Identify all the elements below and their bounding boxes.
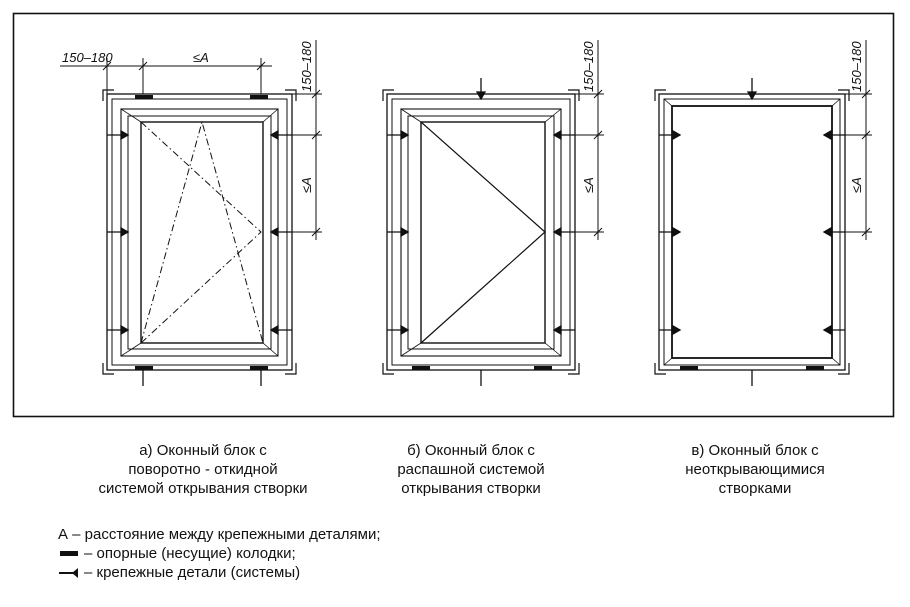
window-c-spacing-label-vertical: ≤A	[849, 177, 864, 193]
window-c-fasteners	[659, 78, 845, 386]
legend-row-fasteners: – крепежные детали (системы)	[58, 563, 381, 582]
window-a-offset-label-horizontal: 150–180	[62, 50, 113, 65]
legend-support-pads-text: – опорные (несущие) колодки;	[84, 545, 296, 562]
window-b-spacing-label-vertical: ≤A	[581, 177, 596, 193]
legend-definition-text: А – расстояние между крепежными деталями…	[58, 526, 381, 543]
window-c-frame	[658, 93, 846, 371]
window-a-offset-label-vertical: 150–180	[299, 41, 314, 92]
window-a-opening-lines	[140, 120, 264, 344]
caption-window-b: б) Оконный блок с распашной системой отк…	[346, 441, 596, 498]
window-a-fasteners	[107, 129, 292, 386]
window-a-frame	[106, 93, 293, 371]
legend-fasteners-text: – крепежные детали (системы)	[84, 564, 301, 581]
window-b-corner-marks	[382, 89, 580, 375]
window-c-dimension-right	[845, 40, 872, 240]
caption-c-line-1: в) Оконный блок с	[691, 442, 819, 459]
drawing-border	[12, 12, 895, 418]
window-c-support-pads	[680, 366, 824, 370]
window-b-offset-label-vertical: 150–180	[581, 41, 596, 92]
window-b-support-pads	[412, 366, 552, 370]
window-b: 150–180 ≤A	[382, 40, 604, 386]
support-pad-symbol-icon	[58, 544, 80, 563]
caption-c-line-3: створками	[718, 480, 792, 497]
window-b-opening-lines	[420, 121, 546, 344]
caption-c-line-2: неоткрывающимися	[685, 461, 825, 478]
window-a-corner-marks	[102, 89, 297, 375]
window-a-support-pads	[135, 95, 268, 370]
caption-window-a: а) Оконный блок с поворотно - откидной с…	[78, 441, 328, 498]
caption-b-line-2: распашной системой	[397, 461, 545, 478]
window-b-dimension-right	[575, 40, 604, 240]
legend-row-support-pads: – опорные (несущие) колодки;	[58, 544, 381, 563]
caption-window-c: в) Оконный блок с неоткрывающимися створ…	[630, 441, 880, 498]
window-b-frame	[386, 93, 576, 371]
caption-a-line-3: системой открывания створки	[98, 480, 308, 497]
caption-b-line-1: б) Оконный блок с	[407, 442, 535, 459]
caption-b-line-3: открывания створки	[401, 480, 541, 497]
window-c: 150–180 ≤A	[654, 40, 872, 386]
fastener-symbol-icon	[58, 563, 80, 582]
window-c-offset-label-vertical: 150–180	[849, 41, 864, 92]
caption-a-line-1: а) Оконный блок с	[139, 442, 267, 459]
window-a-spacing-label-horizontal: ≤A	[193, 50, 209, 65]
window-a-dimension-right	[292, 40, 322, 240]
window-c-corner-marks	[654, 89, 850, 375]
legend: А – расстояние между крепежными деталями…	[58, 525, 381, 582]
window-b-fasteners	[387, 78, 575, 386]
window-a-spacing-label-vertical: ≤A	[299, 177, 314, 193]
caption-a-line-2: поворотно - откидной	[128, 461, 278, 478]
legend-row-definition: А – расстояние между крепежными деталями…	[58, 525, 381, 544]
window-a-dimension-top	[60, 58, 272, 94]
window-a: 150–180 ≤A 150–180 ≤A	[60, 40, 322, 386]
drawing-canvas: 150–180 ≤A 150–180 ≤A	[12, 12, 895, 418]
